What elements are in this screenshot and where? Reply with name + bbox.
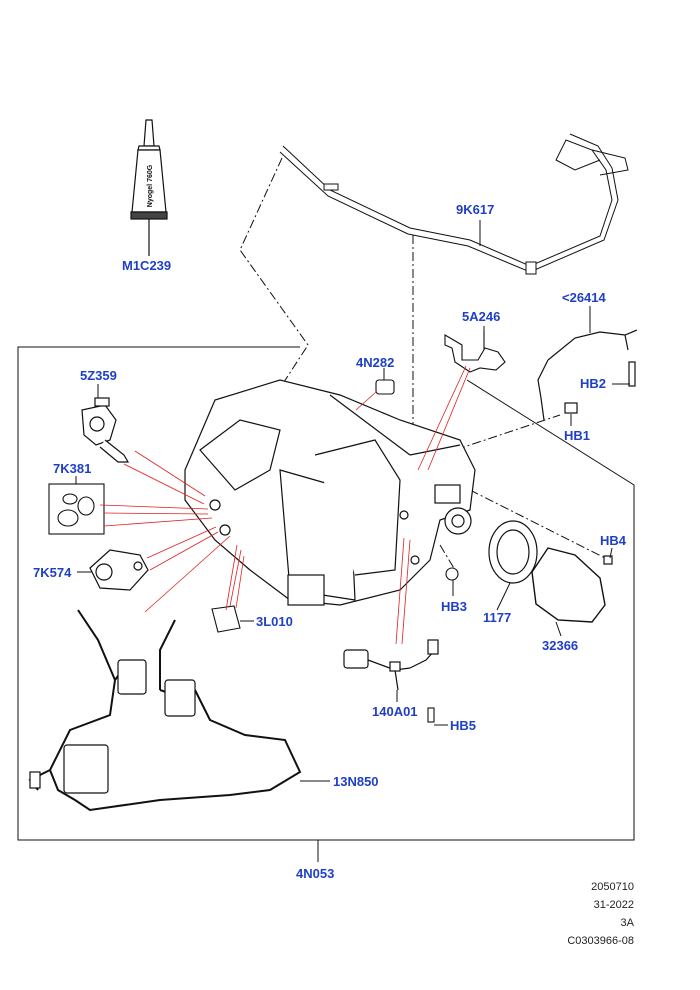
label-32366: 32366 — [542, 638, 579, 653]
tube-print-text: Nyogel 760G — [147, 164, 154, 207]
label-5z359: 5Z359 — [80, 368, 117, 383]
label-4n282: 4N282 — [356, 355, 395, 370]
reference-line-2: 31-2022 — [593, 899, 634, 911]
label-hb1: HB1 — [564, 428, 591, 443]
sensor-harness-part — [537, 329, 638, 565]
connector-harness-part — [343, 639, 439, 691]
transmission-body — [184, 379, 476, 606]
label-13n850: 13N850 — [333, 774, 379, 789]
shaft-seal-part — [488, 520, 538, 584]
reference-line-1: 2050710 — [591, 881, 634, 893]
label-4n053: 4N053 — [296, 866, 335, 881]
label-hb5: HB5 — [450, 718, 477, 733]
sensor-part — [81, 397, 130, 463]
label-hb3: HB3 — [441, 599, 468, 614]
label-9k617: 9K617 — [456, 202, 495, 217]
small-parts — [211, 379, 459, 723]
label-7k381: 7K381 — [53, 461, 92, 476]
label-m1c239: M1C239 — [122, 258, 172, 273]
label-5a246: 5A246 — [462, 309, 501, 324]
label-140a01: 140A01 — [372, 704, 418, 719]
label-1177: 1177 — [483, 610, 512, 625]
label-hb4: HB4 — [600, 533, 627, 548]
grease-tube-part — [130, 119, 168, 256]
gasket-part — [531, 547, 606, 623]
harness-connectors — [29, 659, 196, 794]
actuator-part — [89, 549, 149, 591]
bracket-part — [444, 331, 506, 373]
reference-line-3: 3A — [620, 917, 634, 929]
label-hb2: HB2 — [580, 376, 607, 391]
reference-line-4: C0303966-08 — [567, 935, 634, 947]
red-leader-lines — [99, 365, 471, 645]
seal-kit-part — [48, 483, 105, 535]
pipe-part — [279, 133, 629, 275]
black-leader-lines — [75, 220, 630, 782]
label-7k574: 7K574 — [33, 565, 72, 580]
label-3l010: 3L010 — [256, 614, 293, 629]
label-26414: <26414 — [562, 290, 606, 305]
assembly-frame — [17, 346, 635, 862]
